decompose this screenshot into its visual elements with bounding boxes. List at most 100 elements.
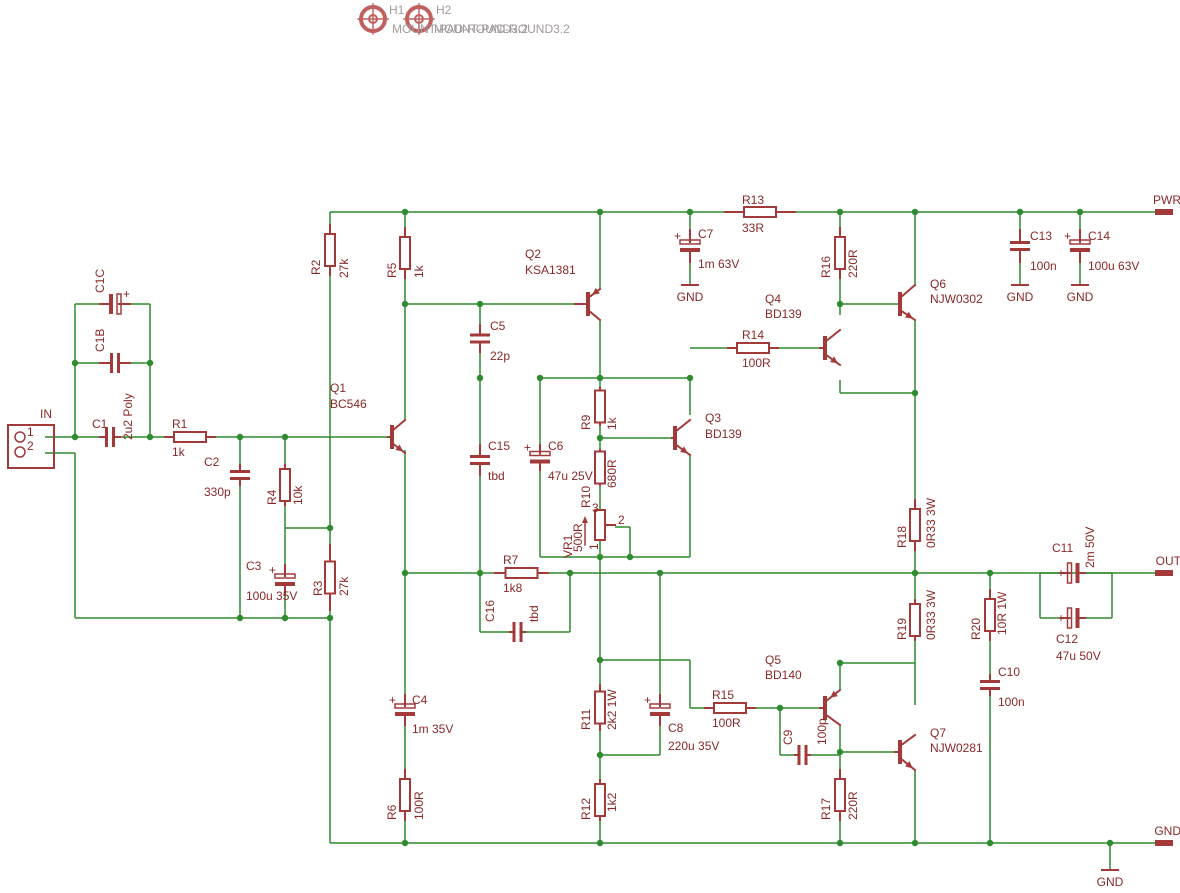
part-name: R17 (819, 798, 833, 820)
mounting-hole-h2 (403, 3, 435, 35)
capacitor-c11: + (1058, 562, 1086, 584)
part-value: KSA1381 (525, 263, 576, 277)
part-value: 22p (490, 349, 510, 363)
part-value: 100R (412, 791, 426, 820)
transistor-q7 (894, 733, 917, 772)
part-value: 1k (605, 416, 619, 430)
junction-dot (476, 569, 484, 577)
connector-label: IN (40, 407, 52, 421)
transistor-q1 (387, 418, 407, 455)
part-value: 1m 35V (412, 722, 453, 736)
transistor-q5 (819, 688, 842, 727)
polarity-mark: + (524, 441, 531, 455)
port-label: OUT (1156, 554, 1180, 568)
part-value: tbd (488, 469, 505, 483)
part-name: Q6 (930, 277, 946, 291)
part-name: C4 (412, 693, 428, 707)
junction-dot (281, 614, 289, 622)
part-name: C14 (1088, 229, 1110, 243)
part-name: C2 (204, 455, 220, 469)
junction-dot (626, 553, 634, 561)
junction-dot (656, 569, 664, 577)
part-name: C9 (781, 729, 795, 745)
junction-dot (596, 208, 604, 216)
junction-dot (326, 524, 334, 532)
part-value: 2k2 1W (605, 689, 619, 730)
junction-dot (536, 374, 544, 382)
part-value: tbd (527, 605, 541, 622)
junction-dot (596, 751, 604, 759)
capacitor-c15 (470, 444, 490, 476)
part-name: R2 (309, 259, 323, 275)
part-value: 100p (815, 718, 829, 745)
part-value: 1k (412, 264, 426, 278)
part-name: R1 (172, 417, 188, 431)
part-name: R20 (969, 618, 983, 640)
junction-dot (911, 569, 919, 577)
port-out (1155, 570, 1173, 576)
transistor-q4 (819, 328, 842, 367)
junction-dot (596, 434, 604, 442)
port-pwr (1155, 209, 1173, 215)
part-name: R3 (311, 580, 325, 596)
part-name: R11 (579, 709, 593, 730)
trimmer-vr1 (582, 509, 616, 546)
part-value: 220R (846, 249, 860, 278)
capacitor-c4: + (389, 693, 416, 726)
capacitor-c16 (509, 622, 526, 642)
junction-dot (911, 208, 919, 216)
junction-dot (476, 300, 484, 308)
resistor-r18 (909, 499, 921, 551)
junction-dot (836, 748, 844, 756)
capacitor-c14: + (1064, 229, 1091, 263)
junction-dot (596, 839, 604, 847)
transistor-q6 (898, 283, 917, 322)
junction-dot (476, 374, 484, 382)
part-value: 27k (337, 258, 351, 278)
part-name: R10 (579, 486, 593, 508)
part-value: BC546 (330, 397, 367, 411)
part-value: 220R (846, 791, 860, 820)
polarity-mark: + (269, 563, 276, 577)
part-value: BD139 (705, 427, 742, 441)
capacitor-c3: + (269, 563, 296, 596)
resistor-r11 (594, 684, 606, 731)
junction-dot (686, 374, 694, 382)
port-label: PWR (1153, 193, 1180, 207)
capacitor-c12: + (1058, 607, 1086, 629)
mounting-hole-h1 (357, 3, 389, 35)
ground-label: GND (1067, 290, 1094, 304)
part-name: R16 (819, 256, 833, 278)
resistor-r9 (594, 387, 606, 426)
part-value: 100u 63V (1088, 259, 1139, 273)
part-name: Q7 (930, 726, 946, 740)
junction-dot (566, 569, 574, 577)
pin-number: 1 (27, 425, 34, 439)
junction-dot (836, 208, 844, 216)
hole-name: H2 (436, 3, 452, 17)
part-value: 330p (204, 485, 231, 499)
capacitor-c9 (794, 745, 811, 765)
part-name: Q4 (765, 292, 781, 306)
parts-layer: +++++++++ (7, 3, 1173, 871)
part-name: C11 (1052, 541, 1073, 555)
part-name: C1B (93, 329, 107, 352)
part-name: C6 (548, 439, 564, 453)
part-value: 47u 50V (1056, 649, 1101, 663)
junction-dot (836, 839, 844, 847)
part-value: 47u 25V (548, 469, 593, 483)
pin-number: 2 (618, 513, 625, 527)
part-name: R15 (712, 688, 734, 702)
junction-dot (146, 433, 154, 441)
junction-dot (236, 433, 244, 441)
junction-dot (911, 389, 919, 397)
part-name: R18 (895, 526, 909, 548)
part-value: 33R (742, 221, 764, 235)
resistor-r12 (594, 779, 606, 821)
capacitor-c7: + (674, 229, 701, 263)
resistor-r7 (494, 567, 549, 579)
resistor-r5 (399, 227, 411, 279)
part-value: NJW0281 (930, 741, 983, 755)
part-name: R14 (742, 328, 764, 342)
